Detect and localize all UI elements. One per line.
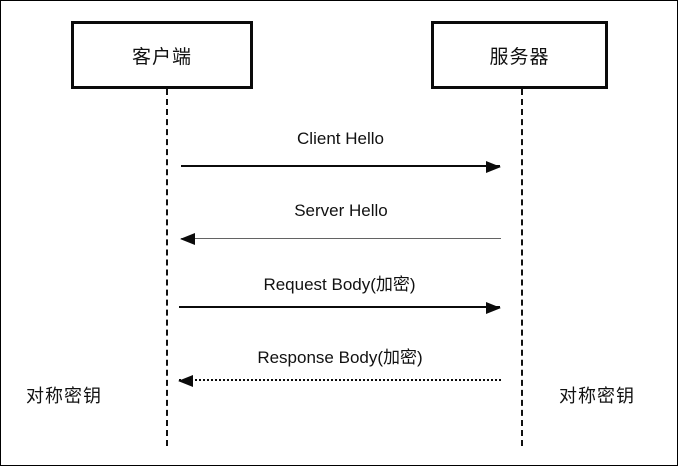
message-label-request-body: Request Body(加密) <box>263 275 416 294</box>
participant-label-server: 服务器 <box>489 46 550 68</box>
arrow-left-icon <box>178 375 193 387</box>
note-symmetric-key-client: 对称密钥 <box>26 386 102 406</box>
message-label-server-hello: Server Hello <box>294 201 388 220</box>
message-label-response-body: Response Body(加密) <box>257 348 423 367</box>
arrow-left-icon <box>180 233 195 245</box>
message-client-hello[interactable]: Client Hello <box>181 129 501 173</box>
note-symmetric-key-server: 对称密钥 <box>559 386 635 406</box>
participant-box-client[interactable]: 客户端 <box>71 21 253 89</box>
message-line-response-body <box>179 379 501 381</box>
arrow-right-icon <box>486 302 501 314</box>
participant-label-client: 客户端 <box>131 46 192 68</box>
message-line-client-hello <box>181 165 500 167</box>
lifeline-client <box>166 89 168 446</box>
message-response-body[interactable]: Response Body(加密) <box>178 343 501 387</box>
message-server-hello[interactable]: Server Hello <box>180 201 501 245</box>
message-label-client-hello: Client Hello <box>297 129 384 148</box>
lifeline-server <box>521 89 523 446</box>
message-request-body[interactable]: Request Body(加密) <box>179 270 501 314</box>
message-line-request-body <box>179 306 500 308</box>
message-line-server-hello <box>181 238 501 239</box>
participant-box-server[interactable]: 服务器 <box>431 21 608 89</box>
arrow-right-icon <box>486 161 501 173</box>
